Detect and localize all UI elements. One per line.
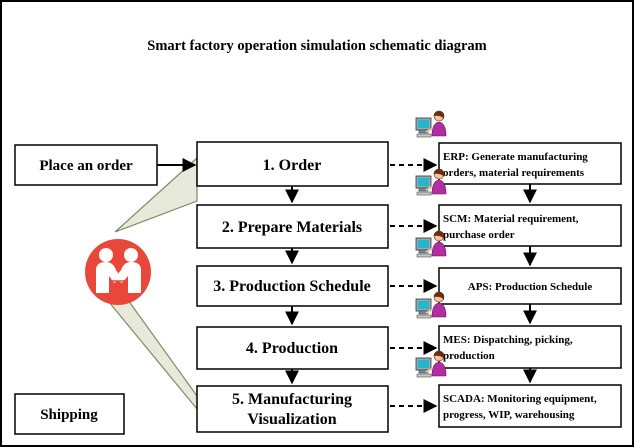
system-box-scm: SCM: Material requirement, purchase orde… — [438, 204, 622, 247]
system-erp-line1: ERP: Generate manufacturing — [443, 151, 588, 163]
step-box-4: 4. Production — [196, 326, 389, 370]
system-connectors — [390, 158, 438, 413]
step-box-5: 5. Manufacturing Visualization — [196, 385, 389, 433]
system-mes-line2: production — [443, 350, 495, 362]
shipping-label: Shipping — [40, 407, 98, 423]
system-scm-line2: purchase order — [443, 229, 515, 241]
place-order-box: Place an order — [14, 144, 158, 186]
step-box-1: 1. Order — [196, 141, 389, 187]
system-box-mes: MES: Dispatching, picking, production — [438, 325, 622, 369]
place-order-label: Place an order — [39, 158, 133, 174]
step-box-2: 2. Prepare Materials — [196, 204, 389, 249]
step-label-5-line2: Visualization — [247, 411, 336, 428]
step-box-3: 3. Production Schedule — [196, 265, 389, 307]
diagram-title: Smart factory operation simulation schem… — [147, 38, 487, 54]
system-erp-line2: orders, material requirements — [443, 167, 585, 179]
system-aps-line1: APS: Production Schedule — [468, 281, 593, 293]
step-label-1: 1. Order — [263, 157, 322, 174]
system-mes-line1: MES: Dispatching, picking, — [443, 334, 573, 346]
system-scada-line2: progress, WIP, warehousing — [443, 409, 575, 421]
system-box-scada: SCADA: Monitoring equipment, progress, W… — [438, 384, 622, 428]
handshake-icon — [85, 239, 151, 305]
system-box-aps: APS: Production Schedule — [438, 267, 622, 305]
step-label-2: 2. Prepare Materials — [222, 219, 362, 236]
system-scm-line1: SCM: Material requirement, — [443, 213, 579, 225]
step-label-3: 3. Production Schedule — [213, 278, 371, 295]
system-box-erp: ERP: Generate manufacturing orders, mate… — [438, 142, 622, 185]
step-label-5-line1: 5. Manufacturing — [232, 391, 352, 408]
step-label-4: 4. Production — [246, 340, 338, 357]
shipping-box: Shipping — [14, 393, 125, 435]
system-scada-line1: SCADA: Monitoring equipment, — [443, 393, 597, 405]
